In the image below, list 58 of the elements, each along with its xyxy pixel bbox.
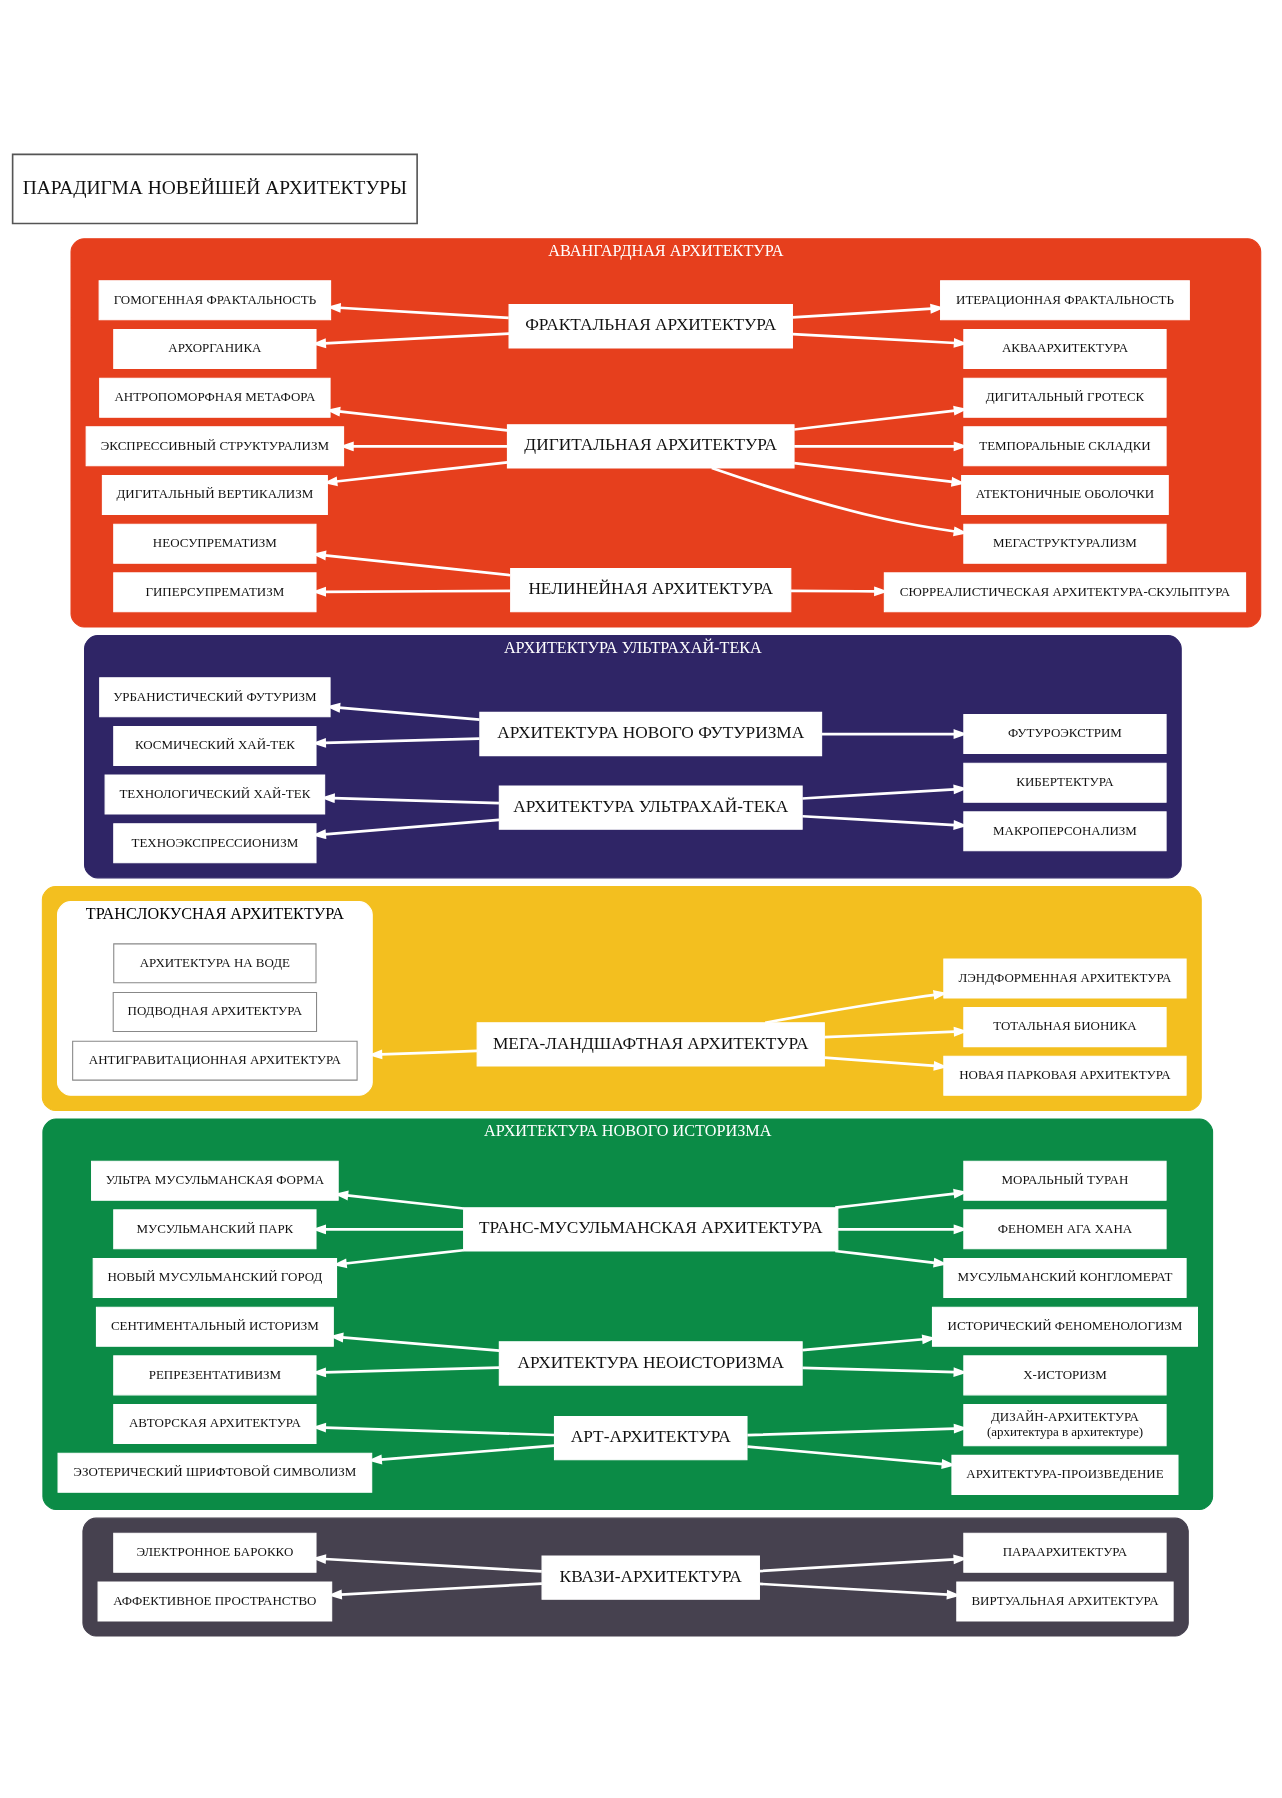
cluster (41, 885, 1202, 1111)
node-box: НОВЫЙ МУСУЛЬМАНСКИЙ ГОРОД (92, 1257, 338, 1298)
node-box: ТОТАЛЬНАЯ БИОНИКА (963, 1006, 1167, 1047)
node-box: АРХИТЕКТУРА НА ВОДЕ (113, 942, 317, 983)
node-box: ГОМОГЕННАЯ ФРАКТАЛЬНОСТЬ (98, 279, 332, 320)
node-box: МУСУЛЬМАНСКИЙ КОНГЛОМЕРАТ (943, 1257, 1187, 1298)
node-box: МОРАЛЬНЫЙ ТУРАН (963, 1160, 1167, 1201)
node-box: ДИГИТАЛЬНЫЙ ВЕРТИКАЛИЗМ (101, 474, 328, 515)
node-box: НЕЛИНЕЙНАЯ АРХИТЕКТУРА (510, 567, 792, 612)
node-box: КОСМИЧЕСКИЙ ХАЙ-ТЕК (113, 725, 317, 766)
node-box: АНТРОПОМОРФНАЯ МЕТАФОРА (99, 377, 331, 418)
node-box: КИБЕРТЕКТУРА (963, 762, 1167, 803)
node-box: ТЕМПОРАЛЬНЫЕ СКЛАДКИ (963, 425, 1167, 466)
node-box: ТЕХНОЭКСПРЕССИОНИЗМ (113, 822, 317, 863)
node-box: ДИГИТАЛЬНАЯ АРХИТЕКТУРА (506, 423, 795, 468)
node-box: ЭЛЕКТРОННОЕ БАРОККО (113, 1532, 317, 1573)
node-box: ФРАКТАЛЬНАЯ АРХИТЕКТУРА (508, 303, 793, 348)
node-box: МУСУЛЬМАНСКИЙ ПАРК (113, 1208, 317, 1249)
node-box: ГИПЕРСУПРЕМАТИЗМ (113, 571, 317, 612)
node-box: ДИЗАЙН-АРХИТЕКТУРА (архитектура в архитектуре) (963, 1403, 1167, 1446)
node-box: УРБАНИСТИЧЕСКИЙ ФУТУРИЗМ (99, 676, 331, 717)
node-box: РЕПРЕЗЕНТАТИВИЗМ (113, 1354, 317, 1395)
node-box: ФЕНОМЕН АГА ХАНА (963, 1208, 1167, 1249)
node-box: МАКРОПЕРСОНАЛИЗМ (963, 810, 1167, 851)
node-box: ЛЭНДФОРМЕННАЯ АРХИТЕКТУРА (943, 957, 1187, 998)
node-box: АРХОРГАНИКА (113, 328, 317, 369)
node-box: ЭКСПРЕССИВНЫЙ СТРУКТУРАЛИЗМ (85, 425, 345, 466)
node-box: МЕГА-ЛАНДШАФТНАЯ АРХИТЕКТУРА (476, 1021, 825, 1067)
node-box: АВТОРСКАЯ АРХИТЕКТУРА (113, 1403, 317, 1444)
node-box: НОВАЯ ПАРКОВАЯ АРХИТЕКТУРА (943, 1055, 1187, 1096)
node-box: ТЕХНОЛОГИЧЕСКИЙ ХАЙ-ТЕК (104, 774, 326, 815)
node-box: СЕНТИМЕНТАЛЬНЫЙ ИСТОРИЗМ (95, 1306, 334, 1347)
node-box: АРХИТЕКТУРА УЛЬТРАХАЙ-ТЕКА (498, 784, 803, 830)
node-box: ФУТУРОЭКСТРИМ (963, 713, 1167, 754)
node-box: АКВААРХИТЕКТУРА (963, 328, 1167, 369)
node-box: АНТИГРАВИТАЦИОННАЯ АРХИТЕКТУРА (72, 1040, 358, 1081)
node-box: ПАРАДИГМА НОВЕЙШЕЙ АРХИТЕКТУРЫ (11, 153, 418, 224)
node-box: ТРАНС-МУСУЛЬМАНСКАЯ АРХИТЕКТУРА (463, 1206, 839, 1252)
cluster (82, 1517, 1189, 1637)
node-box: ДИГИТАЛЬНЫЙ ГРОТЕСК (963, 377, 1167, 418)
node-box: АРХИТЕКТУРА-ПРОИЗВЕДЕНИЕ (951, 1454, 1179, 1495)
node-box: АРХИТЕКТУРА НЕОИСТОРИЗМА (498, 1340, 803, 1386)
node-box: КВАЗИ-АРХИТЕКТУРА (541, 1554, 760, 1600)
node-box: ЭЗОТЕРИЧЕСКИЙ ШРИФТОВОЙ СИМВОЛИЗМ (57, 1452, 373, 1493)
node-box: НЕОСУПРЕМАТИЗМ (113, 523, 317, 564)
node-box: АРХИТЕКТУРА НОВОГО ФУТУРИЗМА (479, 711, 823, 756)
node-box: АТЕКТОНИЧНЫЕ ОБОЛОЧКИ (961, 474, 1169, 515)
node-box: ПАРААРХИТЕКТУРА (963, 1532, 1167, 1573)
node-box: ПОДВОДНАЯ АРХИТЕКТУРА (112, 991, 318, 1032)
node-box: МЕГАСТРУКТУРАЛИЗМ (963, 523, 1167, 564)
node-box: Х-ИСТОРИЗМ (963, 1354, 1167, 1395)
node-box: УЛЬТРА МУСУЛЬМАНСКАЯ ФОРМА (91, 1160, 339, 1201)
node-box: ВИРТУАЛЬНАЯ АРХИТЕКТУРА (956, 1580, 1174, 1621)
node-box: АРТ-АРХИТЕКТУРА (553, 1415, 748, 1460)
node-box: АФФЕКТИВНОЕ ПРОСТРАНСТВО (97, 1580, 333, 1621)
node-box: ИТЕРАЦИОННАЯ ФРАКТАЛЬНОСТЬ (940, 279, 1190, 320)
node-box: СЮРРЕАЛИСТИЧЕСКАЯ АРХИТЕКТУРА-СКУЛЬПТУРА (883, 571, 1247, 612)
node-box: ИСТОРИЧЕСКИЙ ФЕНОМЕНОЛОГИЗМ (931, 1306, 1198, 1347)
